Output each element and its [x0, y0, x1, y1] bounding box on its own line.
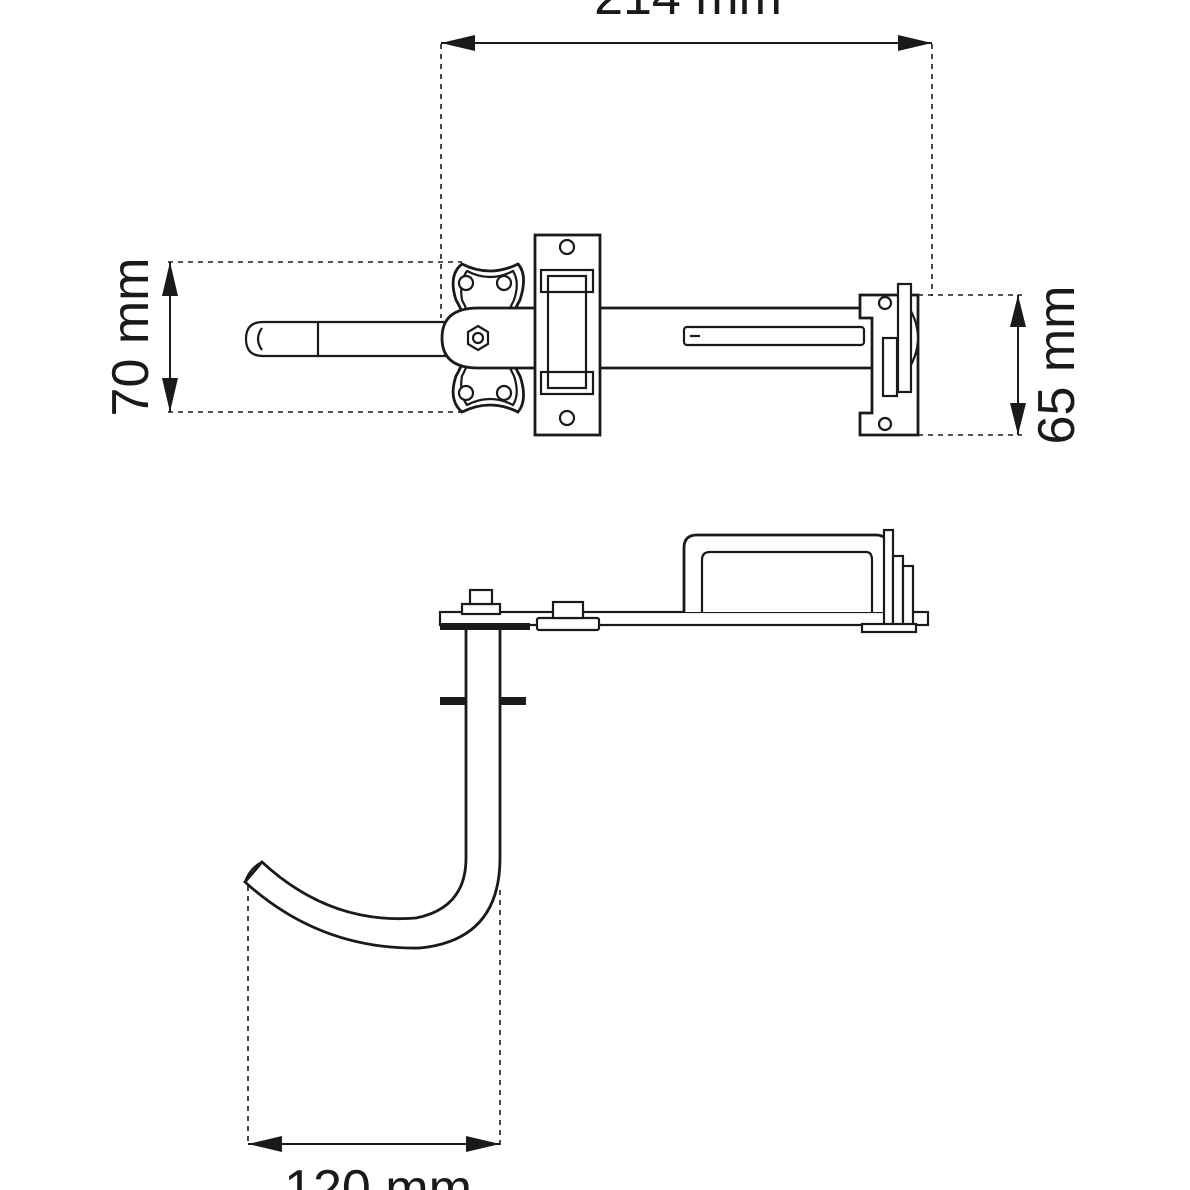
j-hook-pin [243, 630, 502, 950]
dimension-label-65: 65 mm [1028, 286, 1086, 445]
latch-pin [244, 320, 447, 358]
dimension-label-214: 214 mm [594, 0, 782, 26]
keeper-plate [533, 233, 602, 437]
dimension-65: 65 mm [918, 286, 1086, 445]
dimension-label-120: 120 mm [284, 1160, 472, 1190]
catch-bracket [858, 282, 920, 437]
dimension-70: 70 mm [102, 258, 462, 417]
dimension-214: 214 mm [440, 0, 933, 318]
side-bar [438, 588, 930, 632]
dimension-120: 120 mm [247, 886, 501, 1190]
side-staple [682, 533, 890, 612]
latch-bar [440, 306, 892, 370]
dimension-label-70: 70 mm [102, 258, 160, 417]
side-catch [860, 528, 918, 634]
side-view: 120 mm [243, 528, 930, 1190]
top-view: 214 mm 70 mm 65 mm [102, 0, 1086, 444]
